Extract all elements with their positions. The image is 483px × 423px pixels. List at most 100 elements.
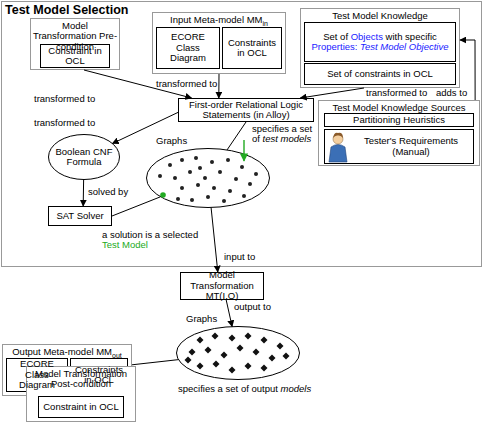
selection-frame: Test Model SelectionModel Transformation… xyxy=(1,1,482,267)
connector xyxy=(300,88,364,98)
node-text: Model Transformation MT(I,O) xyxy=(183,270,261,301)
graph-dot xyxy=(228,189,232,193)
edge-label: input to xyxy=(224,252,255,262)
graph-set-ellipse xyxy=(177,327,300,380)
connector xyxy=(227,122,246,150)
connector xyxy=(83,179,84,206)
node-text: Tester's Requirements (Manual) xyxy=(351,136,471,157)
node-text: Constraints in OCL xyxy=(225,38,279,59)
graph-dot xyxy=(176,197,180,201)
graph-diamond xyxy=(283,353,290,360)
edge-label: a solution is a selected Test Model xyxy=(102,230,202,251)
graph-dot xyxy=(234,177,238,181)
connector xyxy=(112,197,161,216)
node-text: Set of Objects with specific Properties:… xyxy=(307,32,453,53)
tester-hair xyxy=(333,133,343,138)
constraint-box: Constraints in OCL xyxy=(222,27,282,69)
graph-dot xyxy=(180,158,184,162)
graph-dot xyxy=(194,156,198,160)
node-text: Boolean CNF Formula xyxy=(48,147,120,168)
selected-model-dot xyxy=(160,192,166,198)
graph-dot xyxy=(198,166,202,170)
heuristics-box: Partitioning Heuristics xyxy=(324,113,474,127)
graph-dot xyxy=(226,158,230,162)
graph-dot xyxy=(190,198,194,202)
process-box: First-order Relational Logic Statements … xyxy=(178,98,314,122)
class-diagram-box: ECORE Class Diagram xyxy=(156,27,220,69)
selection-arrow xyxy=(243,140,244,161)
node-text: Constraint in OCL xyxy=(43,46,107,67)
edge-label: output to xyxy=(234,302,271,312)
constraint-box: Constraint in OCL xyxy=(40,44,110,68)
edge-label: transformed to xyxy=(156,79,217,89)
process-box: Model Transformation MT(I,O) xyxy=(180,272,264,300)
graph-diamond xyxy=(205,347,212,354)
constraint-box: Set of constraints in OCL xyxy=(304,63,456,85)
graph-dot xyxy=(158,174,162,178)
node-text: Test Model Knowledge xyxy=(332,11,428,21)
edge-label: transformed to xyxy=(366,88,427,98)
connector xyxy=(132,360,178,365)
graph-dot xyxy=(196,183,200,187)
graph-dot xyxy=(212,186,216,190)
graph-dot xyxy=(210,160,214,164)
objective-box: Set of Objects with specific Properties:… xyxy=(304,22,456,62)
graph-diamond xyxy=(277,343,284,350)
graph-diamond xyxy=(237,345,244,352)
node-text: SAT Solver xyxy=(56,211,103,221)
graph-dot xyxy=(242,194,246,198)
connector xyxy=(226,300,232,327)
graph-dot xyxy=(248,182,252,186)
node-text: First-order Relational Logic Statements … xyxy=(181,100,311,121)
graph-diamond xyxy=(197,337,204,344)
graph-dot xyxy=(240,165,244,169)
formula-ellipse: Boolean CNF Formula xyxy=(48,134,120,180)
graph-set-outline xyxy=(146,136,270,208)
tester-body xyxy=(329,145,347,163)
graph-diamond xyxy=(269,355,276,362)
output-model-diamonds xyxy=(185,333,290,374)
edge-label: adds to xyxy=(436,88,467,98)
graph-diamond xyxy=(197,363,204,370)
edge-label: transformed to xyxy=(34,118,95,128)
precondition-group: Model Transformation Pre-conditionConstr… xyxy=(30,18,120,70)
constraint-box: Constraint in OCL xyxy=(38,396,124,418)
metamodel-group: Input Meta-model MMinECORE Class Diagram… xyxy=(152,12,286,74)
edge-label: specifies a set of output models xyxy=(178,384,318,394)
graph-dot xyxy=(203,176,207,180)
graph-diamond xyxy=(245,333,252,340)
postcondition-group: Model Transformation Post-conditionConst… xyxy=(26,366,136,422)
graph-dot xyxy=(173,176,177,180)
ellipse-shape xyxy=(49,135,120,180)
test-model-dots xyxy=(158,156,258,203)
connector xyxy=(112,112,178,143)
solver-box: SAT Solver xyxy=(48,206,112,226)
graph-dot xyxy=(168,163,172,167)
graph-diamond xyxy=(213,361,220,368)
graph-dot xyxy=(206,195,210,199)
graph-diamond xyxy=(212,333,219,340)
graph-diamond xyxy=(185,357,192,364)
node-text: Partitioning Heuristics xyxy=(353,115,445,125)
edge-label: specifies a set of test models xyxy=(252,124,316,145)
graph-dot xyxy=(218,170,222,174)
connector xyxy=(211,207,218,272)
sources-group: Test Model Knowledge SourcesPartitioning… xyxy=(318,100,480,166)
edge-label: solved by xyxy=(88,187,128,197)
knowledge-group: Test Model KnowledgeSet of Objects with … xyxy=(300,8,460,88)
graph-diamond xyxy=(221,352,228,359)
graph-dot xyxy=(254,172,258,176)
node-text: Input Meta-model MMin xyxy=(170,15,268,25)
graph-set: Graphs xyxy=(146,136,270,208)
node-text: Constraint in OCL xyxy=(43,402,119,412)
graph-diamond xyxy=(253,349,260,356)
graph-set: Graphs xyxy=(176,314,300,380)
node-text: Model Transformation Post-condition xyxy=(27,369,135,390)
edge-label: transformed to xyxy=(34,94,95,104)
node-text: ECORE Class Diagram xyxy=(159,32,217,63)
graph-diamond xyxy=(229,367,236,374)
node-text: Set of constraints in OCL xyxy=(327,69,433,79)
graph-dot xyxy=(222,199,226,203)
tester-icon xyxy=(329,133,347,162)
